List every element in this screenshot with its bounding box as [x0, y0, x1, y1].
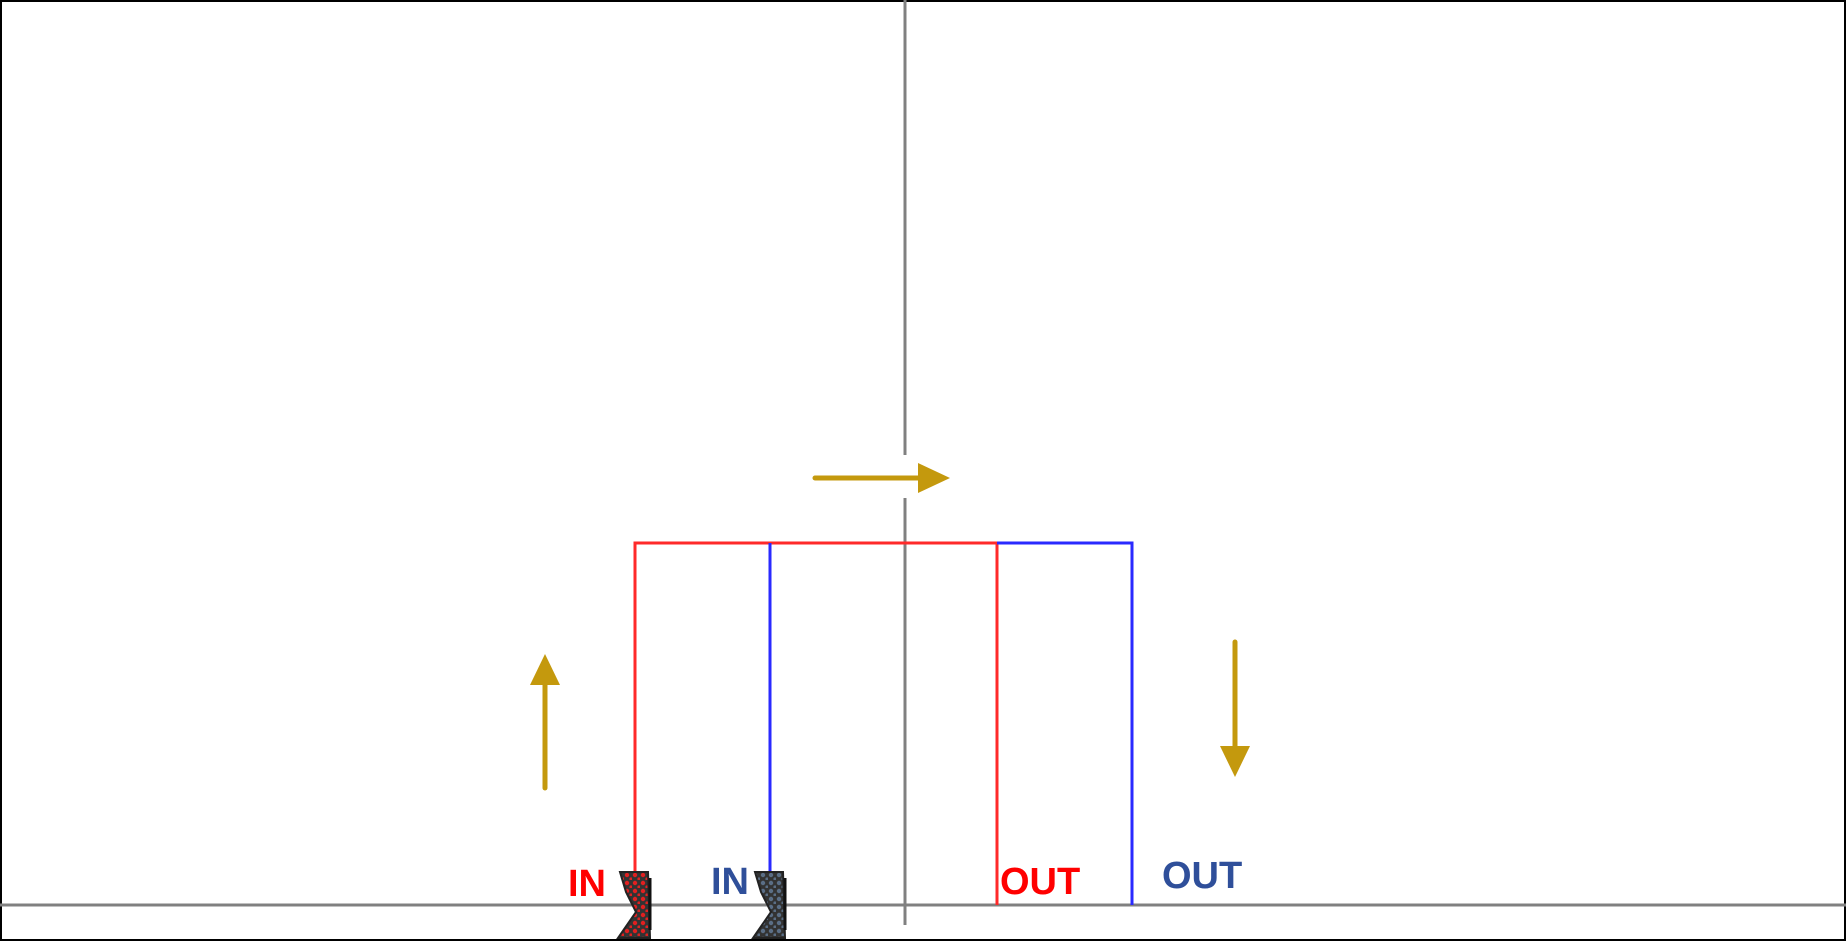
red-path	[633, 541, 999, 905]
blue-chevron-marker-icon	[751, 871, 787, 939]
blue-path-right	[997, 541, 1134, 905]
red-out-label: OUT	[1000, 861, 1080, 903]
blue-in-label: IN	[711, 861, 749, 903]
blue-out-label: OUT	[1162, 855, 1242, 897]
arrow-down-icon	[1220, 639, 1250, 777]
arrow-right-icon	[812, 463, 950, 493]
red-in-label: IN	[568, 863, 606, 905]
arrow-up-icon	[530, 654, 560, 791]
red-chevron-marker-icon	[616, 871, 652, 939]
